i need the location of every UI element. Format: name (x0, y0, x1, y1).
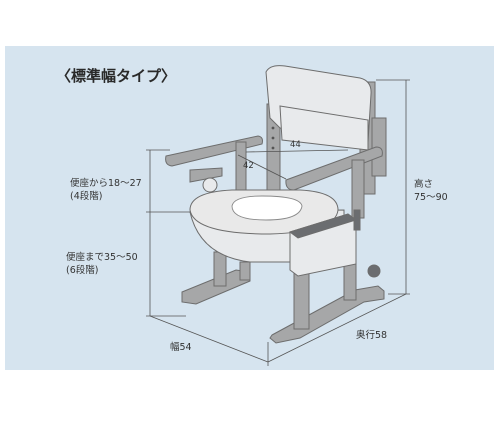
label-height: 高さ (414, 178, 433, 190)
rear-leg-right (239, 261, 251, 281)
label-inner-width: 44 (290, 140, 301, 150)
label-seat-from: 便座から18～27 (70, 177, 142, 189)
paper-roll (202, 177, 218, 193)
seat-opening (231, 195, 303, 221)
right-armrest (285, 146, 383, 191)
dimension-line-inner-width (245, 149, 349, 153)
label-seat-to-steps: (6段階) (66, 264, 98, 276)
label-height-range: 75～90 (414, 192, 448, 203)
dimension-line-inner-depth (237, 154, 287, 180)
dimension-line-width (149, 315, 269, 363)
rear-leg (213, 251, 227, 287)
caster-wheel (367, 264, 381, 278)
dimension-line-depth (267, 293, 407, 363)
left-base-skid (181, 269, 251, 305)
toilet-paper-holder (189, 167, 223, 183)
label-seat-from-steps: (4段階) (70, 190, 102, 202)
front-leg-rear (343, 261, 357, 301)
label-seat-to: 便座まで35～50 (66, 251, 138, 263)
diagram-title: 〈標準幅タイプ〉 (56, 67, 176, 85)
toilet-chair-illustration (165, 65, 387, 344)
right-armrest-support (351, 159, 365, 219)
label-depth: 奥行58 (356, 329, 387, 341)
label-inner-depth: 42 (243, 161, 254, 171)
adjust-lever (353, 209, 361, 231)
label-width: 幅54 (170, 341, 192, 353)
